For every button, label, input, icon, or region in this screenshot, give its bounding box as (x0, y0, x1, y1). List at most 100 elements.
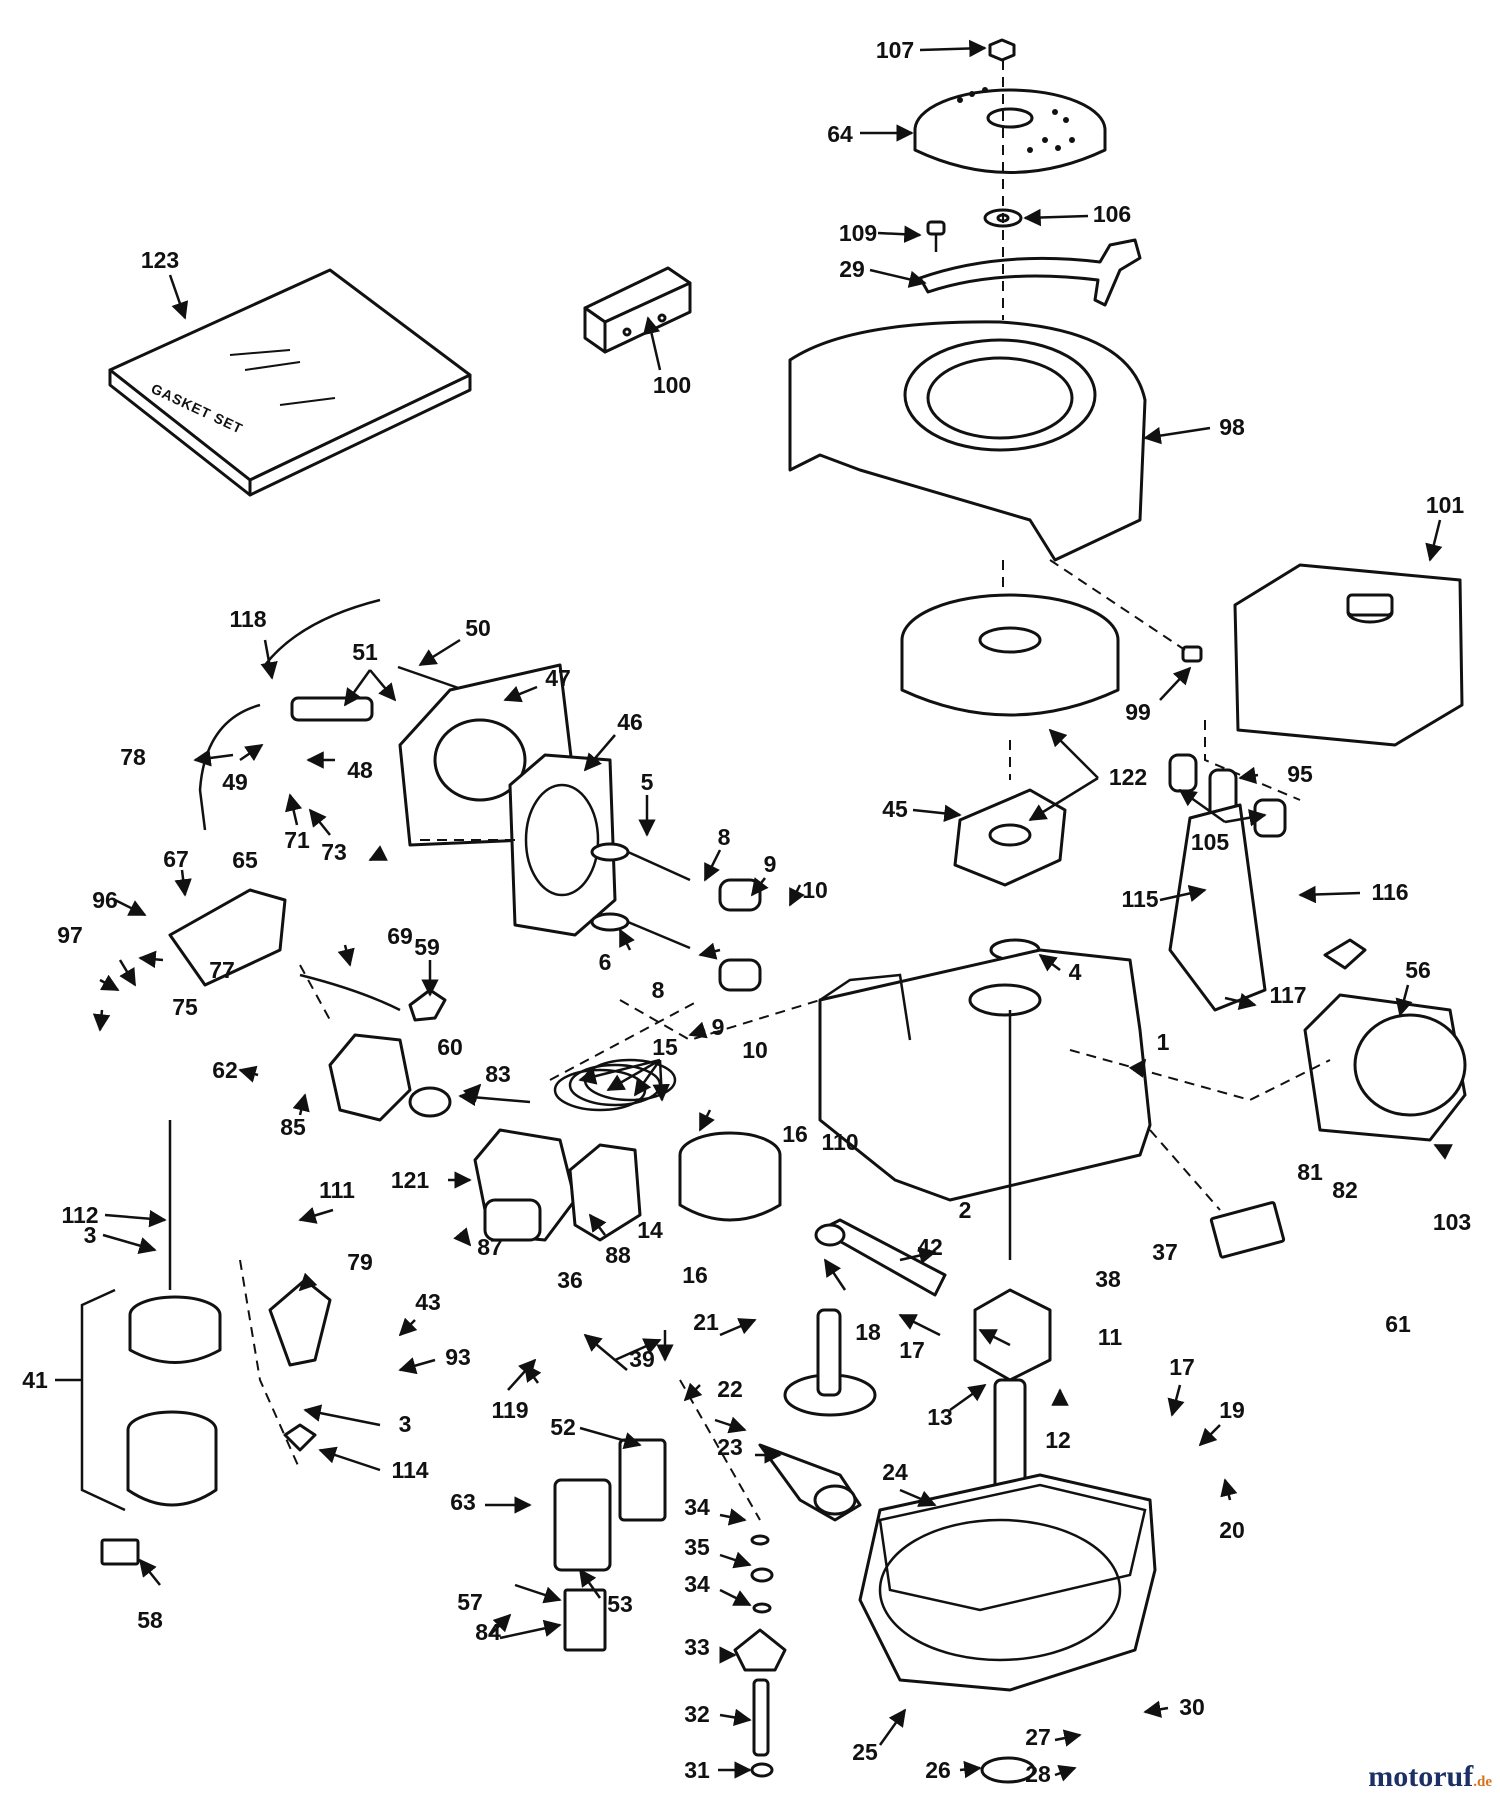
callout-95: 95 (1287, 761, 1313, 787)
callout-31: 31 (684, 1757, 710, 1783)
callout-24: 24 (882, 1459, 908, 1485)
control-bracket-67 (168, 888, 287, 987)
bracket-41 (55, 1288, 126, 1512)
callout-45: 45 (882, 796, 908, 822)
callout-62: 62 (212, 1057, 238, 1083)
callout-114: 114 (391, 1457, 428, 1483)
air-cleaner-41 (126, 1295, 222, 1507)
callout-23: 23 (717, 1434, 743, 1460)
callout-8: 8 (718, 824, 731, 850)
callout-116: 116 (1371, 879, 1408, 905)
screw-109 (926, 220, 946, 252)
callout-118: 118 (229, 606, 266, 632)
callout-117: 117 (1269, 982, 1306, 1008)
callout-38: 38 (1095, 1266, 1121, 1292)
callout-9: 9 (764, 851, 777, 877)
callout-60: 60 (437, 1034, 463, 1060)
callout-121: 121 (391, 1167, 430, 1193)
callout-65: 65 (232, 847, 258, 873)
callout-101: 101 (1426, 492, 1465, 518)
intake-elbow-88 (568, 1143, 642, 1242)
callout-36: 36 (557, 1267, 583, 1293)
governor-23 (758, 1443, 862, 1522)
callout-12: 12 (1045, 1427, 1071, 1453)
fuel-pump-60 (328, 1033, 412, 1122)
decal-84 (563, 1588, 607, 1652)
callout-87: 87 (477, 1234, 503, 1260)
blower-housing (788, 320, 1147, 562)
callout-27: 27 (1025, 1724, 1051, 1750)
decal-58 (100, 1538, 140, 1566)
callout-9b: 9 (712, 1014, 725, 1040)
governor-link-69 (299, 973, 401, 1012)
gasket-set-box: GASKET SET (108, 268, 472, 497)
callout-35: 35 (684, 1534, 710, 1560)
gasket-24 (878, 1483, 1147, 1612)
callout-53: 53 (607, 1591, 633, 1617)
callout-78: 78 (120, 744, 146, 770)
callout-58: 58 (137, 1607, 163, 1633)
air-cleaner-cover (913, 87, 1107, 174)
callout-96: 96 (92, 887, 118, 913)
watermark-brand: motoruf (1368, 1760, 1474, 1793)
callout-52: 52 (550, 1414, 576, 1440)
callout-6: 6 (599, 949, 612, 975)
callout-63: 63 (450, 1489, 476, 1515)
callout-107: 107 (876, 37, 914, 63)
connecting-rod-17 (814, 1218, 947, 1297)
callout-10b: 10 (742, 1037, 768, 1063)
callout-122: 122 (1109, 764, 1147, 790)
callout-119: 119 (491, 1397, 528, 1423)
callout-73: 73 (321, 839, 347, 865)
valve-springs (718, 878, 762, 992)
callout-10: 10 (802, 877, 828, 903)
watermark-tld: .de (1473, 1774, 1492, 1790)
callout-4: 4 (1069, 959, 1082, 985)
callout-14: 14 (637, 1217, 663, 1243)
wing-nut-114 (283, 1423, 317, 1452)
bracket-100 (583, 266, 692, 354)
callout-93: 93 (445, 1344, 471, 1370)
flywheel (900, 593, 1120, 717)
callout-2: 2 (959, 1197, 972, 1223)
callout-85: 85 (280, 1114, 306, 1140)
callout-100: 100 (653, 372, 691, 398)
callout-46: 46 (617, 709, 643, 735)
callout-47: 47 (545, 665, 571, 691)
callout-8b: 8 (652, 977, 665, 1003)
callout-25: 25 (852, 1739, 878, 1765)
callout-15: 15 (652, 1034, 678, 1060)
callout-81: 81 (1297, 1159, 1323, 1185)
head-gasket (508, 753, 617, 937)
callout-11: 11 (1098, 1324, 1123, 1350)
gasket-83 (408, 1086, 452, 1118)
callout-77: 77 (209, 957, 235, 983)
callout-111: 111 (319, 1177, 355, 1203)
callout-61: 61 (1385, 1311, 1411, 1337)
carburetor-121 (473, 1128, 577, 1242)
callout-34b: 34 (684, 1571, 710, 1597)
bracket-29 (918, 238, 1142, 307)
sump-25 (858, 1473, 1157, 1692)
cylinder-block (818, 948, 1152, 1202)
callout-26: 26 (925, 1757, 951, 1783)
callout-109: 109 (839, 220, 877, 246)
callout-3: 3 (84, 1222, 97, 1248)
fuel-tank (1233, 563, 1464, 747)
callout-112: 112 (61, 1202, 98, 1228)
callout-22: 22 (717, 1376, 743, 1402)
callout-1: 1 (1157, 1029, 1170, 1055)
callout-17: 17 (899, 1337, 925, 1363)
callout-21: 21 (693, 1309, 719, 1335)
watermark-logo: motoruf.de (1368, 1760, 1492, 1794)
callout-18: 18 (855, 1319, 881, 1345)
callout-98: 98 (1219, 414, 1245, 440)
callout-84: 84 (475, 1619, 501, 1645)
valves (590, 842, 691, 950)
spark-plug-cable (198, 598, 381, 831)
nut-107 (988, 38, 1016, 62)
callout-labels: 107 64 106 109 29 123 100 98 101 118 50 … (22, 37, 1471, 1787)
plate-81 (1209, 1201, 1286, 1259)
callout-59: 59 (414, 934, 440, 960)
